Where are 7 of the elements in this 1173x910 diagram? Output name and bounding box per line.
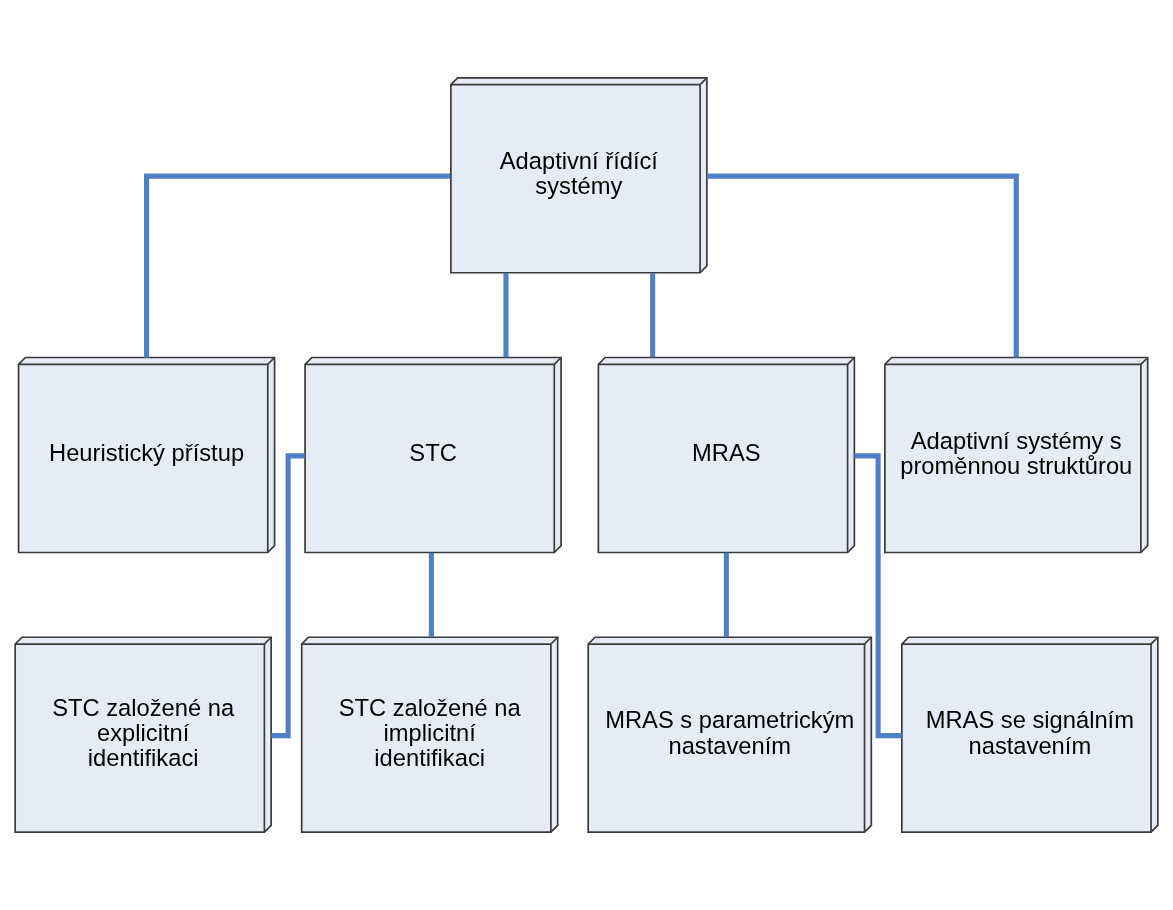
connector: [707, 173, 1019, 358]
connector: [428, 552, 434, 637]
connector: [650, 273, 656, 358]
connector: [271, 453, 305, 739]
connector: [723, 552, 729, 637]
connector: [503, 273, 509, 358]
connector: [144, 173, 451, 358]
